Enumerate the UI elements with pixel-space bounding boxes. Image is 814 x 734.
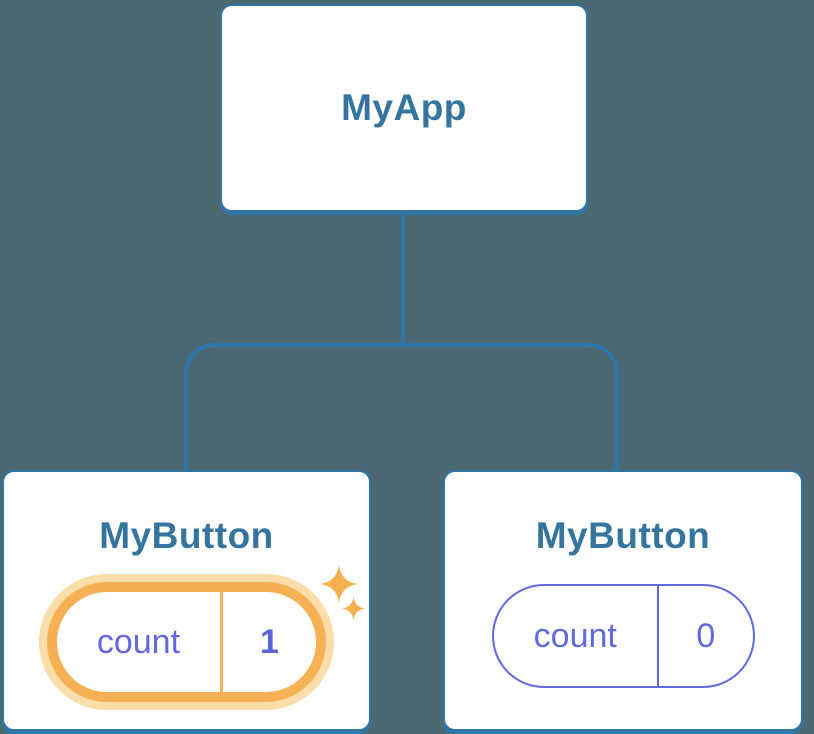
node-label: MyButton: [535, 515, 711, 556]
connector-branch-bracket: [184, 343, 619, 470]
state-pill: count 0: [491, 584, 755, 688]
node-label: MyButton: [99, 515, 274, 556]
state-key: count: [494, 586, 660, 686]
connector-root-to-branch: [401, 212, 405, 347]
state-key: count: [57, 592, 223, 692]
sparkle-icon-small: [342, 597, 365, 620]
state-value: 1: [259, 622, 279, 661]
node-myapp: MyApp: [220, 4, 588, 212]
node-mybutton-highlighted: MyButton count 1: [2, 470, 371, 731]
state-pill-highlighted: count 1: [47, 582, 326, 702]
node-mybutton-plain: MyButton count 0: [443, 470, 803, 731]
node-label: MyApp: [341, 87, 467, 128]
sparkle-icon-large: [320, 565, 358, 603]
state-value: 0: [696, 616, 716, 655]
